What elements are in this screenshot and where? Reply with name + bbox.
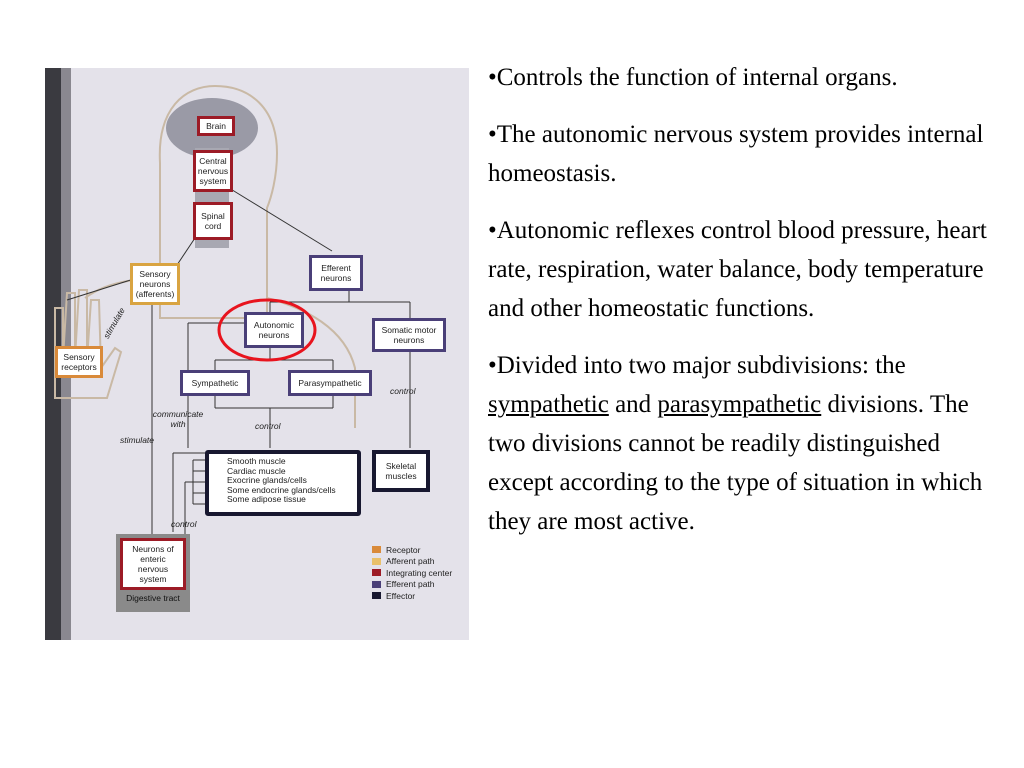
effector-item: Exocrine glands/cells: [227, 475, 307, 486]
somatic-motor-neurons-box: Somatic motor neurons: [372, 318, 446, 352]
effector-item: Some endocrine glands/cells: [227, 484, 336, 495]
legend: Receptor Afferent path Integrating cente…: [372, 544, 452, 602]
legend-swatch: [372, 557, 381, 565]
effector-item: Some adipose tissue: [227, 494, 306, 505]
control-label-right: control: [390, 386, 416, 396]
legend-item-effector: Effector: [372, 590, 452, 602]
bullet-subdivisions: •Divided into two major subdivisions: th…: [488, 346, 1008, 541]
central-nervous-system-box: Central nervous system: [193, 150, 233, 192]
autonomic-highlight-circle: [217, 298, 317, 362]
head-outline: [158, 84, 279, 319]
skeletal-muscles-box: Skeletal muscles: [372, 450, 430, 492]
digestive-tract-panel: Neurons of enteric nervous system Digest…: [116, 534, 190, 612]
bullet-homeostasis: •The autonomic nervous system provides i…: [488, 121, 984, 187]
enteric-neurons-box: Neurons of enteric nervous system: [120, 538, 186, 590]
communicate-with-label: communicate with: [152, 409, 204, 429]
nervous-system-figure: Brain Central nervous system Spinal cord…: [45, 68, 469, 640]
bullet-list: •Controls the function of internal organ…: [488, 58, 1008, 559]
legend-swatch: [372, 569, 381, 577]
control-label-bottom: control: [171, 519, 197, 529]
sympathetic-link[interactable]: sympathetic: [488, 391, 609, 418]
legend-item-efferent: Efferent path: [372, 579, 452, 591]
effector-item: Cardiac muscle: [227, 465, 286, 476]
bullet-reflexes: •Autonomic reflexes control blood pressu…: [488, 217, 987, 322]
subdivisions-text-end: divisions. The two divisions cannot be r…: [488, 391, 983, 535]
spinal-cord-box: Spinal cord: [193, 202, 233, 240]
sympathetic-box: Sympathetic: [180, 370, 250, 396]
hand-outline: [54, 289, 123, 399]
subdivisions-text-and: and: [608, 391, 658, 418]
sensory-neurons-box: Sensory neurons (afferents): [130, 263, 180, 305]
legend-label: Integrating center: [386, 567, 453, 578]
digestive-tract-label: Digestive tract: [126, 593, 180, 603]
subdivisions-text-start: •Divided into two major subdivisions: th…: [488, 352, 906, 379]
brain-box: Brain: [197, 116, 235, 136]
legend-label: Effector: [386, 590, 416, 601]
parasympathetic-link[interactable]: parasympathetic: [657, 391, 822, 418]
legend-label: Afferent path: [386, 556, 435, 567]
sensory-receptors-box: Sensory receptors: [55, 346, 103, 378]
legend-item-integrating: Integrating center: [372, 567, 452, 579]
legend-swatch: [372, 546, 381, 554]
legend-item-receptor: Receptor: [372, 544, 452, 556]
stimulate-label-left: stimulate: [120, 435, 155, 445]
page-shadow: [45, 68, 61, 640]
legend-swatch: [372, 592, 381, 600]
body-outline: [84, 277, 356, 428]
legend-item-afferent: Afferent path: [372, 556, 452, 568]
legend-swatch: [372, 580, 381, 588]
legend-label: Receptor: [386, 544, 421, 555]
legend-label: Efferent path: [386, 579, 435, 590]
parasympathetic-box: Parasympathetic: [288, 370, 372, 396]
bullet-internal-organs: •Controls the function of internal organ…: [488, 64, 898, 91]
efferent-neurons-box: Efferent neurons: [309, 255, 363, 291]
control-label-mid: control: [255, 421, 281, 431]
effector-organs-box: Smooth muscle Cardiac muscle Exocrine gl…: [205, 450, 361, 516]
effector-item: Smooth muscle: [227, 456, 286, 466]
autonomic-neurons-box: Autonomic neurons: [244, 312, 304, 348]
